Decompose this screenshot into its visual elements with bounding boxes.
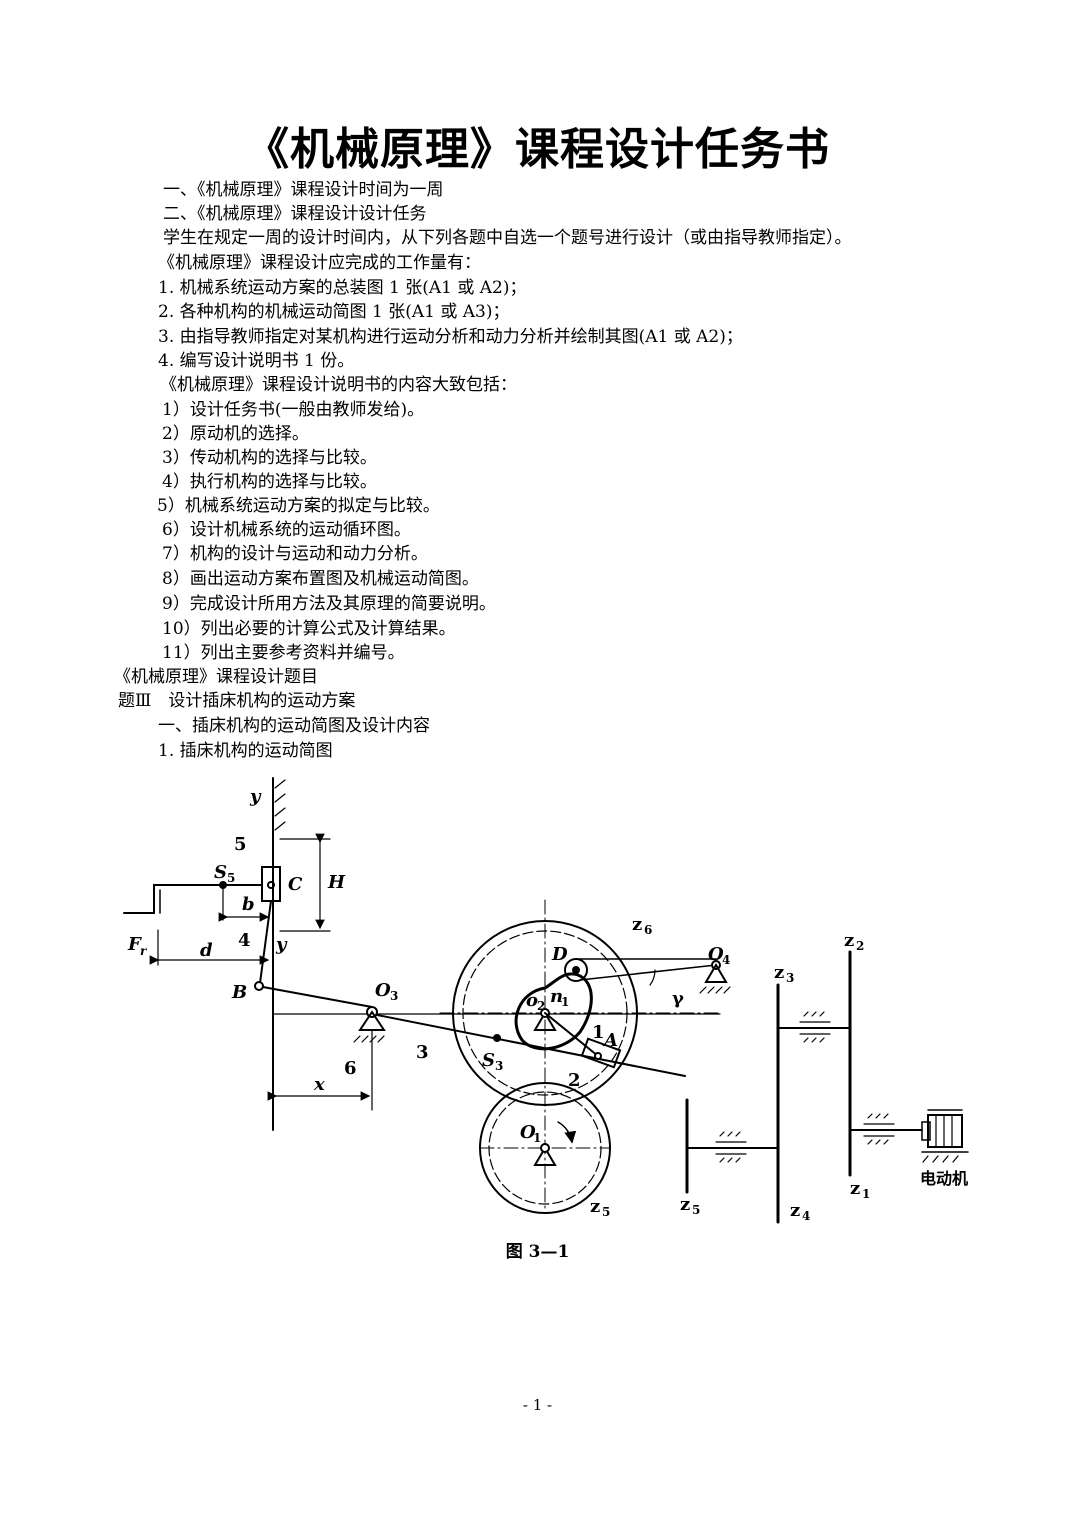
section-line: 二、《机械原理》课程设计设计任务 xyxy=(163,204,427,224)
pivot-o2-support xyxy=(533,1011,557,1031)
section-line: 一、《机械原理》课程设计时间为一周 xyxy=(163,180,444,200)
label-a: A xyxy=(602,1030,618,1051)
label-z5b: z xyxy=(680,1194,690,1215)
section-heading: 题Ⅲ 设计插床机构的运动方案 xyxy=(118,691,356,711)
label-s5-sub: 5 xyxy=(227,871,235,885)
list-item: 3. 由指导教师指定对某机构进行运动分析和动力分析并绘制其图(A1 或 A2)； xyxy=(158,327,743,347)
follower-arm xyxy=(579,964,717,981)
label-1: 1 xyxy=(592,1022,605,1043)
label-o3: O xyxy=(375,980,391,1001)
label-z4-sub: 4 xyxy=(802,1209,810,1223)
label-fr: F xyxy=(127,934,142,955)
label-z5a: z xyxy=(590,1196,600,1217)
label-s3: S xyxy=(482,1050,495,1071)
list-item: 1）设计任务书(一般由教师发给)。 xyxy=(162,400,425,420)
mechanism-diagram: y 5 S 5 C H b 4 y F r d B O 3 6 3 S 3 x … xyxy=(123,777,969,1224)
label-z1-sub: 1 xyxy=(862,1187,870,1201)
section-line: 1. 插床机构的运动简图 xyxy=(158,741,333,761)
label-gamma: γ xyxy=(672,988,684,1009)
label-x: x xyxy=(313,1074,325,1095)
list-item: 1. 机械系统运动方案的总装图 1 张(A1 或 A2)； xyxy=(158,278,527,298)
list-item: 3）传动机构的选择与比较。 xyxy=(162,448,377,468)
list-item: 10）列出必要的计算公式及计算结果。 xyxy=(162,619,456,639)
label-d-roller: D xyxy=(551,944,568,965)
label-o3-sub: 3 xyxy=(390,989,398,1003)
list-item: 11）列出主要参考资料并编号。 xyxy=(162,643,405,663)
crank-1 xyxy=(544,1012,599,1057)
list-item: 8）画出运动方案布置图及机械运动简图。 xyxy=(162,569,479,589)
section-heading: 《机械原理》课程设计题目 xyxy=(114,667,318,687)
pivot-o1 xyxy=(540,1143,550,1153)
joint-b xyxy=(254,981,264,991)
body-line: 学生在规定一周的设计时间内，从下列各题中自选一个题号进行设计（或由指导教师指定）… xyxy=(163,228,852,248)
label-o2-sub: 2 xyxy=(537,999,545,1013)
label-c: C xyxy=(288,874,303,895)
list-item: 4. 编写设计说明书 1 份。 xyxy=(158,351,355,371)
list-item: 2. 各种机构的机械运动简图 1 张(A1 或 A3)； xyxy=(158,302,510,322)
joint-c xyxy=(267,881,275,889)
list-item: 9）完成设计所用方法及其原理的简要说明。 xyxy=(162,594,496,614)
list-item: 5）机械系统运动方案的拟定与比较。 xyxy=(157,496,440,516)
label-o1: O xyxy=(520,1122,536,1143)
list-item: 4）执行机构的选择与比较。 xyxy=(162,472,377,492)
label-5: 5 xyxy=(234,834,247,855)
label-b-joint: B xyxy=(231,982,247,1003)
label-o4-sub: 4 xyxy=(722,953,730,967)
list-item: 7）机构的设计与运动和动力分析。 xyxy=(162,544,428,564)
label-h: H xyxy=(327,872,346,893)
label-z3-sub: 3 xyxy=(786,971,794,985)
list-item: 6）设计机械系统的运动循环图。 xyxy=(162,520,411,540)
label-y-top: y xyxy=(249,786,262,807)
label-z1: z xyxy=(850,1178,860,1199)
page-title: 《机械原理》课程设计任务书 xyxy=(245,124,830,175)
body-line: 《机械原理》课程设计应完成的工作量有： xyxy=(158,253,481,273)
label-o2: o xyxy=(526,990,538,1011)
label-z4: z xyxy=(790,1200,800,1221)
label-z5a-sub: 5 xyxy=(602,1205,610,1219)
label-o1-sub: 1 xyxy=(533,1131,541,1145)
label-s3-sub: 3 xyxy=(495,1059,503,1073)
label-z3: z xyxy=(774,962,784,983)
guide-hatch xyxy=(274,779,286,831)
slider-2 xyxy=(580,1037,622,1069)
label-3: 3 xyxy=(416,1042,429,1063)
s3-point xyxy=(493,1034,501,1042)
label-d: d xyxy=(200,940,213,961)
label-z2: z xyxy=(844,930,854,951)
label-z5b-sub: 5 xyxy=(692,1203,700,1217)
page-number: - 1 - xyxy=(522,1396,553,1414)
label-y-mid: y xyxy=(275,934,288,955)
slider-block xyxy=(261,866,281,902)
section-line: 一、插床机构的运动简图及设计内容 xyxy=(158,716,430,736)
link-3 xyxy=(262,986,373,1008)
motor-icon xyxy=(921,1109,969,1163)
label-4: 4 xyxy=(238,930,251,951)
label-z6: z xyxy=(632,914,642,935)
label-6: 6 xyxy=(344,1058,357,1079)
list-item: 2）原动机的选择。 xyxy=(162,424,309,444)
figure-caption: 图 3—1 xyxy=(505,1242,570,1262)
label-o4: O xyxy=(708,944,724,965)
label-b: b xyxy=(242,894,255,915)
label-motor: 电动机 xyxy=(920,1169,968,1188)
label-z2-sub: 2 xyxy=(856,939,864,953)
body-line: 《机械原理》课程设计说明书的内容大致包括： xyxy=(160,375,517,395)
pivot-o4-support xyxy=(704,963,728,983)
label-z6-sub: 6 xyxy=(644,923,652,937)
label-fr-sub: r xyxy=(140,944,148,958)
label-n1-sub: 1 xyxy=(561,995,569,1009)
cam xyxy=(514,972,593,1051)
label-s5: S xyxy=(214,862,227,883)
label-2: 2 xyxy=(568,1070,581,1091)
link-4 xyxy=(259,900,272,984)
label-n1: n xyxy=(550,986,563,1007)
pivot-o1-support xyxy=(533,1146,557,1166)
